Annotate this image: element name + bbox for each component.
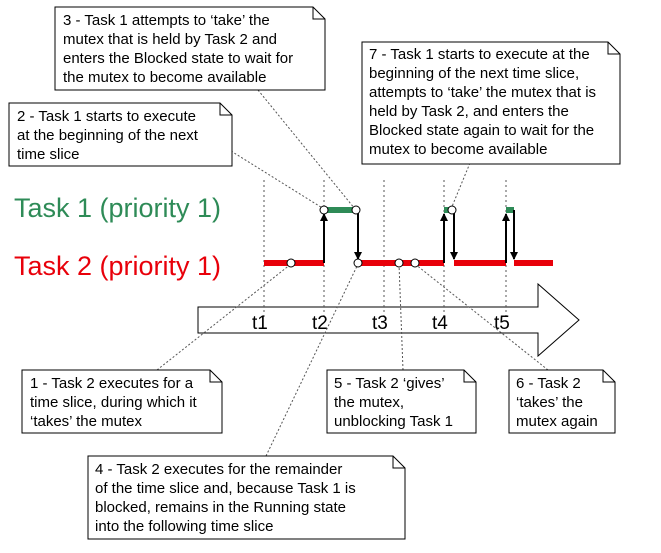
note-7-text: 7 - Task 1 starts to execute at the begi… — [369, 46, 596, 158]
svg-text:‘takes’ the: ‘takes’ the — [516, 394, 583, 411]
svg-text:mutex to become available: mutex to become available — [369, 141, 547, 158]
note-5-text: 5 - Task 2 ‘gives’ the mutex, unblocking… — [334, 375, 453, 430]
note-6-text: 6 - Task 2 ‘takes’ the mutex again — [516, 375, 598, 430]
svg-text:mutex again: mutex again — [516, 413, 598, 430]
svg-text:blocked, remains in the Runnin: blocked, remains in the Running state — [95, 499, 346, 516]
context-switch-arrows — [320, 210, 518, 263]
note-box-1 — [21, 369, 223, 434]
svg-text:at the beginning of the next: at the beginning of the next — [17, 127, 199, 144]
event-markers — [286, 205, 457, 268]
svg-text:the mutex to become available: the mutex to become available — [63, 69, 266, 86]
svg-text:4 - Task 2 executes for the re: 4 - Task 2 executes for the remainder — [95, 461, 342, 478]
svg-text:time slice, during which it: time slice, during which it — [30, 394, 198, 411]
tick-t3: t3 — [372, 313, 388, 334]
tick-t1: t1 — [252, 313, 268, 334]
svg-text:Blocked state again to wait fo: Blocked state again to wait for the — [369, 122, 594, 139]
note-box-6 — [508, 369, 616, 434]
time-slice-lines — [263, 180, 507, 318]
task1-label: Task 1 (priority 1) — [14, 193, 221, 223]
tick-labels: t1 t2 t3 t4 t5 — [252, 313, 510, 334]
note-1-text: 1 - Task 2 executes for a time slice, du… — [30, 375, 198, 430]
svg-text:attempts to ‘take’ the mutex t: attempts to ‘take’ the mutex that is — [369, 84, 596, 101]
tick-t2: t2 — [312, 313, 328, 334]
svg-text:unblocking Task 1: unblocking Task 1 — [334, 413, 453, 430]
tick-t4: t4 — [432, 313, 448, 334]
note-box-2 — [8, 102, 233, 167]
timeline-arrow — [197, 282, 580, 358]
svg-text:time slice: time slice — [17, 146, 80, 163]
note-box-7 — [361, 41, 621, 165]
tick-t5: t5 — [494, 313, 510, 334]
note-4-text: 4 - Task 2 executes for the remainder of… — [95, 461, 356, 535]
note-box-5 — [326, 369, 477, 434]
svg-text:the mutex,: the mutex, — [334, 394, 404, 411]
svg-text:‘takes’ the mutex: ‘takes’ the mutex — [30, 413, 142, 430]
task2-label: Task 2 (priority 1) — [14, 251, 221, 281]
note-box-4 — [87, 455, 406, 540]
svg-text:6 - Task 2: 6 - Task 2 — [516, 375, 581, 392]
svg-text:held by Task 2, and enters the: held by Task 2, and enters the — [369, 103, 569, 120]
svg-text:5 - Task 2 ‘gives’: 5 - Task 2 ‘gives’ — [334, 375, 445, 392]
svg-text:2 - Task 1 starts to execute: 2 - Task 1 starts to execute — [17, 108, 196, 125]
task2-execution-bars — [264, 260, 553, 266]
svg-text:of the time slice and, because: of the time slice and, because Task 1 is — [95, 480, 356, 497]
svg-text:1 - Task 2 executes for a: 1 - Task 2 executes for a — [30, 375, 194, 392]
note-2-text: 2 - Task 1 starts to execute at the begi… — [17, 108, 199, 163]
svg-text:into the following time slice: into the following time slice — [95, 518, 273, 535]
note-3-text: 3 - Task 1 attempts to ‘take’ the mutex … — [63, 12, 293, 86]
note-boxes — [8, 6, 621, 540]
svg-text:mutex that is held by Task 2 a: mutex that is held by Task 2 and — [63, 31, 277, 48]
leader-lines — [156, 89, 549, 457]
note-box-3 — [54, 6, 326, 91]
svg-text:enters the Blocked state to wa: enters the Blocked state to wait for — [63, 50, 293, 67]
svg-text:7 - Task 1 starts to execute a: 7 - Task 1 starts to execute at the — [369, 46, 590, 63]
svg-text:3 - Task 1 attempts to ‘take’: 3 - Task 1 attempts to ‘take’ the — [63, 12, 270, 29]
svg-text:beginning of the next time sli: beginning of the next time slice, — [369, 65, 579, 82]
